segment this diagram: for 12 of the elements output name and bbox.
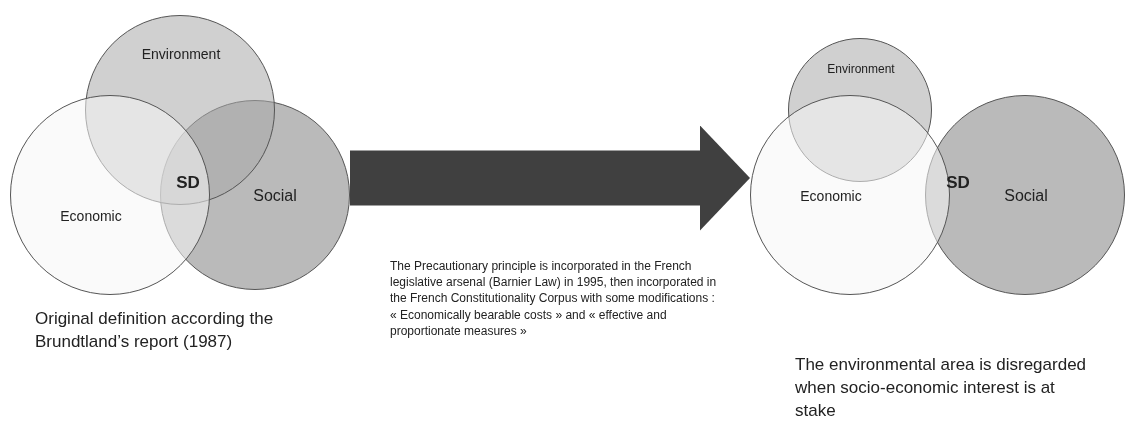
caption-text: Original definition according the Brundtland’s report (1987) — [35, 308, 275, 353]
circle-label: Environment — [827, 62, 895, 77]
note-paragraph: The Precautionary principle is incorporated in the French legislative arsenal (Barnier Law) in 1995, then incorporated in the French Constitutionality Corpus with some modifications : « Economically bearable costs » and « effective and proportionate measures » — [390, 258, 718, 339]
circle-label: Economic — [800, 188, 862, 204]
venn-center-label: SD — [176, 171, 200, 194]
circle-label: Social — [1004, 187, 1048, 205]
circle-label: Economic — [60, 208, 122, 224]
venn-center-label: SD — [946, 171, 970, 194]
circle-label: Environment — [141, 46, 221, 62]
circle-label: Social — [253, 187, 297, 205]
caption-text: The environmental area is disregarded when socio-economic interest is at stake — [795, 354, 1088, 422]
block-arrow — [350, 125, 750, 231]
